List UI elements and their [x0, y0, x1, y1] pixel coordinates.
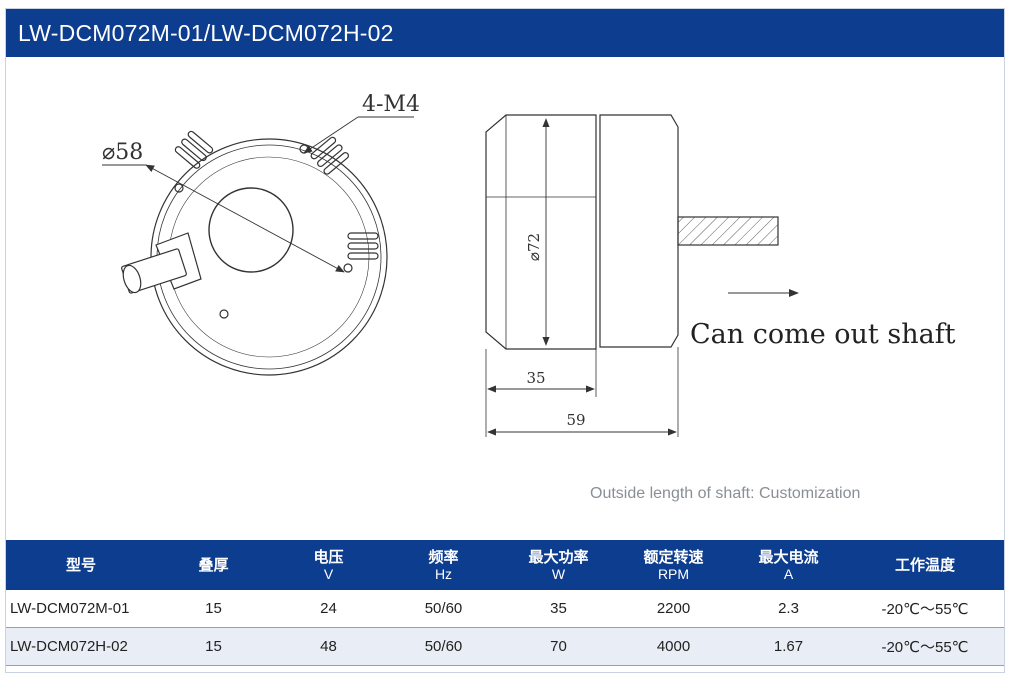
cell-speed: 2200 — [616, 590, 731, 628]
cell-speed: 4000 — [616, 627, 731, 666]
cell-temperature: -20℃～55℃ — [846, 627, 1004, 666]
cell-power: 35 — [501, 590, 616, 628]
center-hole — [208, 187, 294, 273]
motor-drawing-svg: ⌀58 4-M4 ⌀72 35 59 Can come out shaft — [102, 92, 956, 437]
cell-model: LW-DCM072M-01 — [6, 590, 156, 628]
shaft-length-note: Outside length of shaft: Customization — [590, 485, 861, 502]
cell-voltage: 48 — [271, 627, 386, 666]
front-diameter-label: ⌀58 — [102, 140, 143, 165]
vent-slots-side — [347, 232, 379, 260]
vent-slots-left — [174, 130, 214, 169]
cell-power: 70 — [501, 627, 616, 666]
cell-current: 1.67 — [731, 627, 846, 666]
page-frame — [5, 8, 1005, 673]
cell-model: LW-DCM072H-02 — [6, 627, 156, 666]
table-row: LW-DCM072H-02 15 48 50/60 70 4000 1.67 -… — [6, 627, 1004, 666]
motor-body-front — [599, 114, 679, 348]
motor-body-rear — [485, 114, 597, 350]
mount-hole — [343, 263, 353, 273]
cell-frequency: 50/60 — [386, 590, 501, 628]
dim-body-label: 35 — [526, 369, 545, 387]
page-title: LW-DCM072M-01/LW-DCM072H-02 — [18, 20, 394, 46]
table-row: LW-DCM072M-01 15 24 50/60 35 2200 2.3 -2… — [6, 590, 1004, 628]
col-header-temperature: 工作温度 — [846, 540, 1004, 590]
side-view — [485, 114, 799, 437]
technical-drawing: ⌀58 4-M4 ⌀72 35 59 Can come out shaft — [6, 57, 1004, 537]
mount-hole — [299, 144, 309, 154]
cell-frequency: 50/60 — [386, 627, 501, 666]
motor-shaft — [677, 216, 779, 246]
cell-current: 2.3 — [731, 590, 846, 628]
title-bar: LW-DCM072M-01/LW-DCM072H-02 — [6, 9, 1004, 57]
col-header-stack: 叠厚 — [156, 540, 271, 590]
front-view — [102, 116, 414, 376]
mount-hole — [219, 309, 229, 319]
cell-temperature: -20℃～55℃ — [846, 590, 1004, 628]
front-inner-ring-2 — [168, 156, 370, 358]
side-diameter-label: ⌀72 — [525, 233, 543, 261]
cell-stack: 15 — [156, 590, 271, 628]
cell-voltage: 24 — [271, 590, 386, 628]
col-header-model: 型号 — [6, 540, 156, 590]
cell-stack: 15 — [156, 627, 271, 666]
dim-total-label: 59 — [566, 411, 585, 429]
thread-label: 4-M4 — [362, 92, 420, 117]
shaft-note: Can come out shaft — [690, 319, 956, 350]
